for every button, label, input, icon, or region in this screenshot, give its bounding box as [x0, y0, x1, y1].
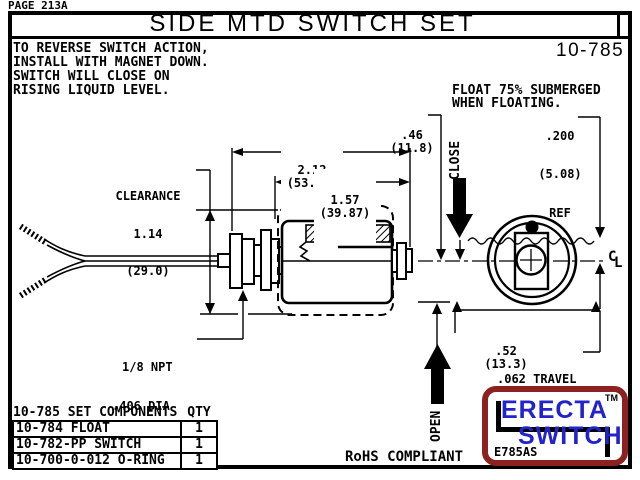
float-magnet-dot	[525, 220, 539, 234]
table-row: 10-700-0-012 O-RING 1	[16, 453, 203, 468]
open-label: OPEN	[429, 410, 444, 442]
close-label: CLOSE	[448, 140, 463, 180]
dim-52: .52(13.3)	[484, 344, 528, 371]
break-line	[298, 241, 311, 262]
waterline	[467, 237, 595, 245]
dim-200-ref: .200 (5.08) REF	[538, 129, 582, 220]
logo-tm: TM	[605, 393, 618, 403]
note-float-line1: FLOAT 75% SUBMERGED	[452, 83, 601, 98]
table-row: 10-784 FLOAT 1	[14, 422, 216, 438]
logo-code: E785AS	[494, 445, 538, 459]
logo-bracket-right	[605, 427, 610, 457]
logo-bracket-left	[496, 401, 501, 432]
centerline-symbol-c: C	[608, 249, 617, 265]
table-header-name: 10-785 SET COMPONENTS	[13, 405, 178, 420]
title-box: SIDE MTD SWITCH SET	[8, 11, 620, 37]
title-box-underline	[8, 36, 632, 39]
table-row: 10-782-PP SWITCH 1	[14, 438, 216, 454]
mounting-fitting	[217, 229, 284, 291]
components-table: 10-784 FLOAT 1 10-782-PP SWITCH 1 10-700…	[12, 420, 218, 470]
note-float-line2: WHEN FLOATING.	[452, 96, 562, 111]
note-reverse-line1: TO REVERSE SWITCH ACTION,	[13, 41, 209, 56]
dim-157: 1.57(39.87)	[314, 169, 376, 244]
rohs-label: RoHS COMPLIANT	[345, 449, 464, 465]
part-number: 10-785	[556, 40, 625, 61]
close-arrow	[446, 178, 473, 238]
float-end-view	[486, 214, 578, 306]
note-reverse-line4: RISING LIQUID LEVEL.	[13, 83, 170, 98]
table-header-qty: QTY	[187, 405, 211, 420]
dim-clearance: CLEARANCE 1.14 (29.0)	[115, 189, 181, 278]
note-reverse-line2: INSTALL WITH MAGNET DOWN.	[13, 55, 209, 70]
logo-bracket-horizontal	[496, 427, 610, 432]
note-reverse-line3: SWITCH WILL CLOSE ON	[13, 69, 170, 84]
centerline-symbol-l: L	[614, 255, 623, 271]
dim-46: .46(11.8)	[390, 128, 434, 155]
open-arrow	[424, 344, 451, 404]
logo-word-erecta: ERECTA	[501, 396, 608, 424]
logo-word-switch: SWITCH	[518, 422, 623, 450]
wires	[18, 223, 218, 299]
page-label: PAGE 213A	[5, 0, 71, 11]
sheet-border	[8, 11, 632, 469]
page-title: SIDE MTD SWITCH SET	[149, 10, 476, 37]
erecta-switch-logo: ERECTA SWITCH TM E785AS	[482, 386, 628, 466]
components-table-header: 10-785 SET COMPONENTS QTY	[13, 405, 217, 420]
arrowheads	[205, 148, 605, 314]
